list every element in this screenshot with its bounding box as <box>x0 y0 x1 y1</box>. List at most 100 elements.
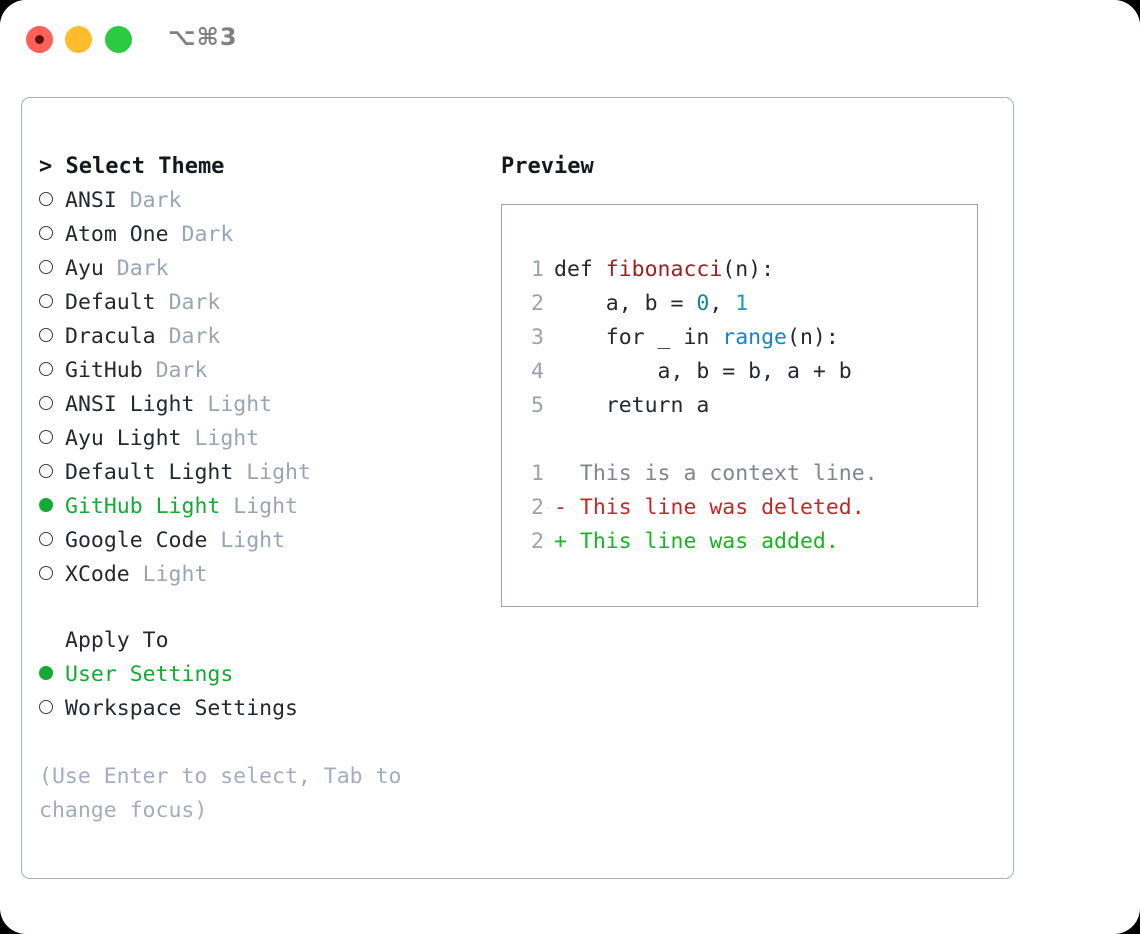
theme-item-label: Ayu <box>65 256 117 281</box>
code-token-plain: a, b = b, a + b <box>554 359 852 384</box>
theme-item-github[interactable]: GitHub Dark <box>39 354 489 388</box>
code-line-number: 4 <box>531 359 544 384</box>
code-line: 4 a, b = b, a + b <box>502 355 977 389</box>
code-line-number: 5 <box>531 393 544 418</box>
theme-item-label: ANSI <box>65 188 130 213</box>
theme-item-github-light[interactable]: GitHub Light Light <box>39 490 489 524</box>
diff-line-number: 2 <box>531 495 544 520</box>
diff-sample: 1 This is a context line.2- This line wa… <box>502 457 977 559</box>
theme-item-badge: Dark <box>168 324 221 349</box>
code-token-plain: return a <box>554 393 710 418</box>
code-token-plain: (n): <box>722 257 775 282</box>
diff-marker <box>554 461 567 486</box>
theme-item-label: GitHub <box>65 358 156 383</box>
theme-item-badge: Dark <box>129 188 182 213</box>
diff-line-text: This is a context line. <box>566 461 878 486</box>
apply-to-option-label: User Settings <box>65 662 234 687</box>
radio-unselected-icon <box>39 456 65 490</box>
title-bar: ⌥⌘3 <box>0 0 1140 78</box>
theme-item-ansi[interactable]: ANSI Dark <box>39 184 489 218</box>
theme-item-badge: Dark <box>116 256 169 281</box>
code-token-builtin: range <box>722 325 788 350</box>
theme-item-dracula[interactable]: Dracula Dark <box>39 320 489 354</box>
radio-unselected-icon <box>39 218 65 252</box>
theme-item-badge: Light <box>233 494 299 519</box>
theme-item-badge: Light <box>246 460 311 485</box>
radio-unselected-icon <box>39 422 65 456</box>
diff-line-number: 1 <box>531 461 544 486</box>
theme-item-badge: Dark <box>168 290 221 315</box>
radio-unselected-icon <box>39 558 65 592</box>
radio-unselected-icon <box>39 252 65 286</box>
code-token-num2: 1 <box>735 291 749 316</box>
preview-title: Preview <box>501 154 594 179</box>
theme-item-label: Default Light <box>65 460 247 485</box>
theme-item-xcode[interactable]: XCode Light <box>39 558 489 592</box>
code-line-number: 3 <box>531 325 544 350</box>
theme-item-label: Atom One <box>65 222 182 247</box>
close-button[interactable] <box>26 26 53 53</box>
diff-marker: + <box>554 529 567 554</box>
radio-unselected-icon <box>39 354 65 388</box>
select-theme-header: > Select Theme <box>39 154 225 179</box>
theme-item-ayu[interactable]: Ayu Dark <box>39 252 489 286</box>
theme-item-badge: Light <box>142 562 208 587</box>
keyboard-shortcut-label: ⌥⌘3 <box>168 23 238 51</box>
theme-item-ayu-light[interactable]: Ayu Light Light <box>39 422 489 456</box>
radio-unselected-icon <box>39 692 65 726</box>
minimize-button[interactable] <box>65 26 92 53</box>
code-token-plain: def <box>554 257 606 282</box>
diff-marker: - <box>554 495 567 520</box>
radio-unselected-icon <box>39 320 65 354</box>
radio-unselected-icon <box>39 524 65 558</box>
diff-line-number: 2 <box>531 529 544 554</box>
diff-line-add: 2 + This line was added. <box>502 525 977 559</box>
theme-item-label: XCode <box>65 562 143 587</box>
radio-unselected-icon <box>39 184 65 218</box>
theme-item-label: ANSI Light <box>65 392 208 417</box>
theme-item-ansi-light[interactable]: ANSI Light Light <box>39 388 489 422</box>
theme-item-default[interactable]: Default Dark <box>39 286 489 320</box>
diff-line-del: 2- This line was deleted. <box>502 491 977 525</box>
recording-indicator-icon <box>35 35 44 44</box>
code-line-number: 1 <box>531 257 544 282</box>
theme-item-google-code[interactable]: Google Code Light <box>39 524 489 558</box>
diff-line-text: This line was added. <box>566 529 839 554</box>
radio-selected-icon <box>39 658 65 692</box>
code-token-plain: , <box>709 291 736 316</box>
theme-item-default-light[interactable]: Default Light Light <box>39 456 489 490</box>
code-line: 5 return a <box>502 389 977 423</box>
theme-item-label: Ayu Light <box>65 426 195 451</box>
radio-unselected-icon <box>39 388 65 422</box>
theme-item-label: Dracula <box>65 324 169 349</box>
diff-line-ctx: 1 This is a context line. <box>502 457 977 491</box>
code-line-number: 2 <box>531 291 544 316</box>
code-line: 2 a, b = 0, 1 <box>502 287 977 321</box>
theme-item-label: Default <box>65 290 169 315</box>
theme-item-badge: Dark <box>155 358 208 383</box>
code-line: 3 for _ in range(n): <box>502 321 977 355</box>
apply-to-option-workspace-settings[interactable]: Workspace Settings <box>39 692 489 726</box>
theme-item-label: GitHub Light <box>65 494 234 519</box>
theme-item-badge: Light <box>220 528 286 553</box>
theme-item-badge: Dark <box>181 222 234 247</box>
maximize-button[interactable] <box>105 26 132 53</box>
radio-unselected-icon <box>39 286 65 320</box>
code-token-plain: for _ in <box>554 325 723 350</box>
keyboard-hint-text: (Use Enter to select, Tab to change focu… <box>39 764 402 823</box>
apply-to-option-user-settings[interactable]: User Settings <box>39 658 489 692</box>
theme-item-atom-one[interactable]: Atom One Dark <box>39 218 489 252</box>
radio-selected-icon <box>39 490 65 524</box>
apply-to-header: Apply To <box>65 628 169 653</box>
theme-item-label: Google Code <box>65 528 221 553</box>
code-token-plain: a, b = <box>554 291 697 316</box>
